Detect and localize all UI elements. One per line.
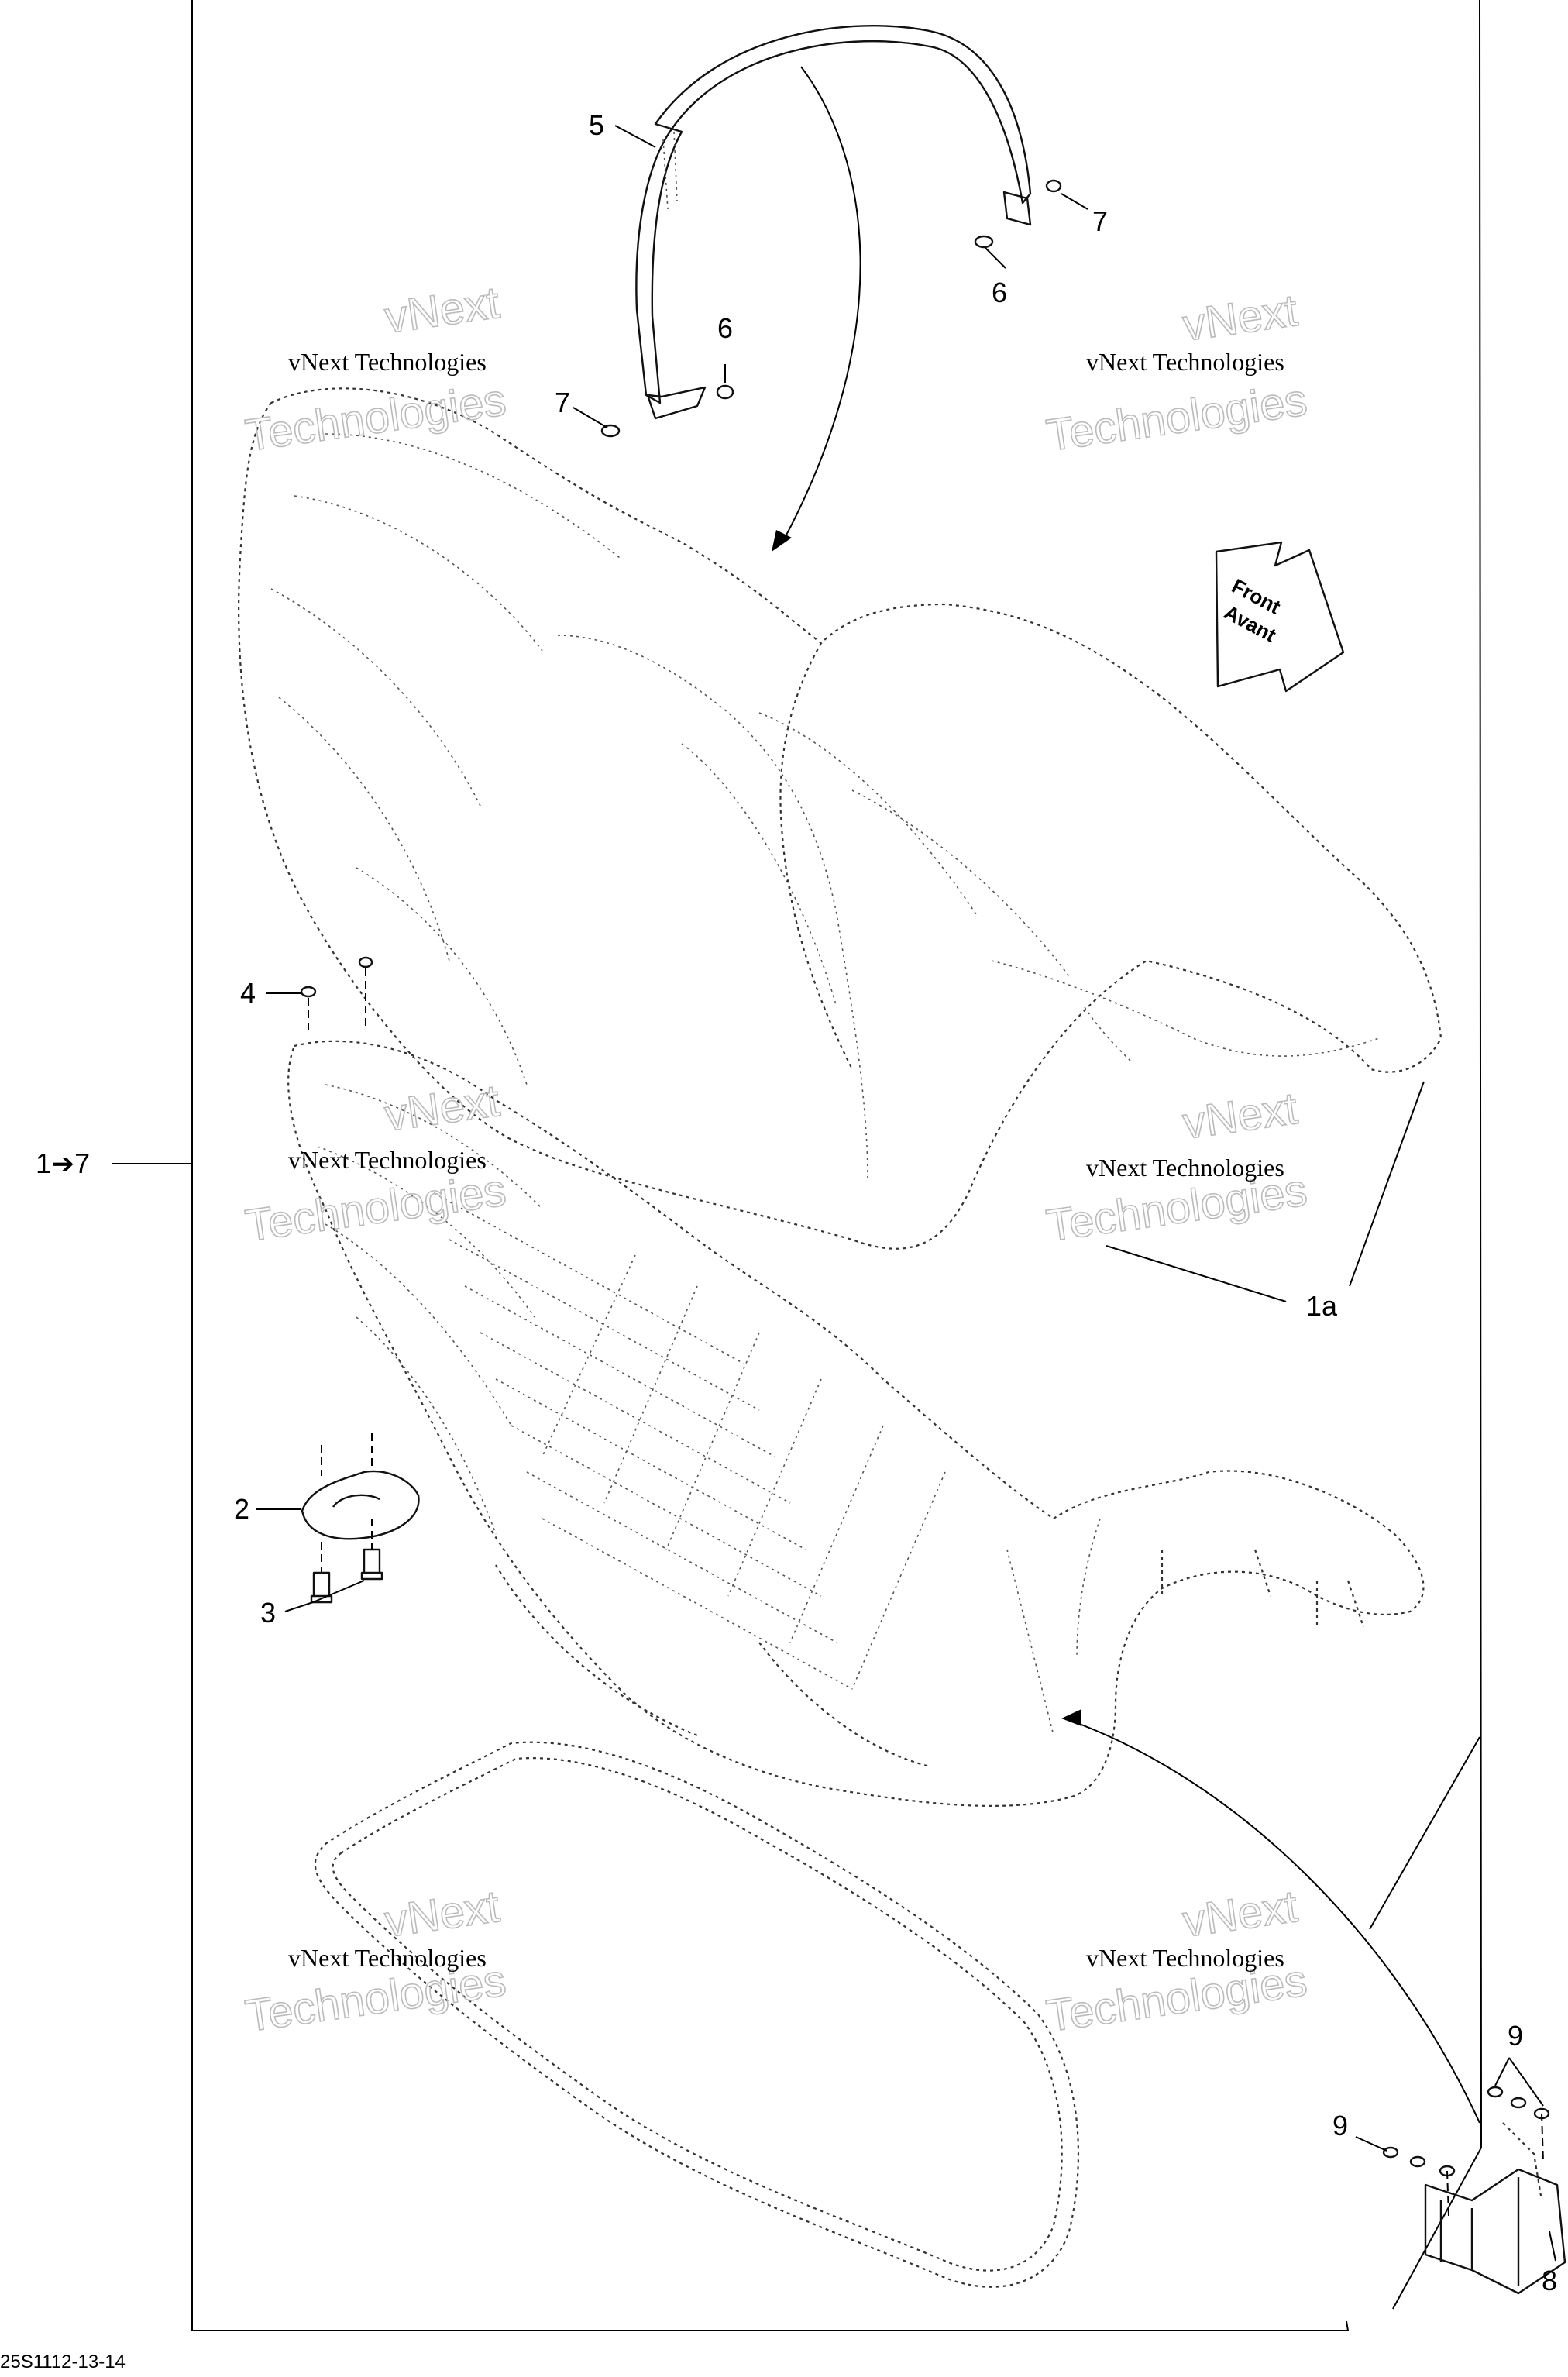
seat-cover (238, 387, 1442, 1250)
callout-9-right: 9 (1508, 2020, 1523, 2052)
watermark-top-left: Technologies vNext vNext Technologies (242, 277, 510, 462)
callout-2: 2 (234, 1493, 249, 1525)
watermark-text: vNext Technologies (288, 1944, 487, 1972)
callout-1-to-7: 1➔7 (36, 1147, 90, 1179)
callout-4: 4 (240, 977, 256, 1009)
callout-leaders (112, 125, 1556, 2262)
watermark-outline-vnext: vNext (1180, 285, 1301, 351)
callout-7-top: 7 (1092, 205, 1108, 237)
callout-6-top: 6 (992, 277, 1007, 308)
document-id: 25S1112-13-14 (0, 2351, 126, 2372)
watermark-outline: Technologies (242, 1164, 509, 1250)
callout-labels: 5 7 6 6 7 4 1➔7 1a 2 3 9 9 8 (36, 109, 1557, 2296)
watermark-mid-right: Technologies vNext vNext Technologies (1043, 1082, 1311, 1252)
front-direction-arrow: Front Avant (1215, 541, 1345, 693)
watermark-top-right: Technologies vNext vNext Technologies (1043, 284, 1311, 462)
seat-gasket (314, 1741, 1080, 2288)
callout-8: 8 (1542, 2265, 1557, 2296)
seat-base (287, 1040, 1425, 1807)
watermark-text: vNext Technologies (1086, 1154, 1284, 1182)
callout-1a: 1a (1306, 1290, 1338, 1322)
callout-5: 5 (589, 109, 604, 141)
arrow-head-lower (1061, 1709, 1081, 1726)
callout-7-left: 7 (555, 387, 570, 418)
watermark-outline-vnext: vNext (1180, 1083, 1301, 1149)
callout-3: 3 (260, 1597, 276, 1629)
assembly-arrows (772, 66, 1480, 2124)
assembly-frame (191, 0, 1483, 2331)
watermark-text: vNext Technologies (1086, 1944, 1284, 1972)
watermark-bottom-left: Technologies vNext vNext Technologies (242, 1880, 510, 2042)
watermark-outline: Technologies (242, 374, 509, 460)
watermark-text: vNext Technologies (1086, 348, 1284, 376)
watermark-mid-left: Technologies vNext vNext Technologies (242, 1075, 510, 1252)
watermark-outline-vnext: vNext (382, 1881, 503, 1947)
callout-9-left: 9 (1332, 2110, 1348, 2141)
watermark-bottom-right: Technologies vNext vNext Technologies (1043, 1880, 1311, 2042)
fasteners (300, 179, 1062, 1030)
watermark-outline: Technologies (1044, 374, 1310, 460)
grab-strap (635, 25, 1032, 420)
latch-hook (301, 1433, 420, 1540)
rear-bracket (1382, 2086, 1566, 2295)
watermark-outline-vnext: vNext (1180, 1881, 1301, 1947)
arrow-head (772, 530, 792, 552)
watermark-text: vNext Technologies (288, 1146, 487, 1174)
watermark-outline-vnext: vNext (382, 277, 503, 343)
callout-6-left: 6 (717, 312, 733, 344)
screws (310, 1519, 383, 1604)
watermark-outline-vnext: vNext (382, 1075, 503, 1141)
watermark-text: vNext Technologies (288, 348, 487, 376)
